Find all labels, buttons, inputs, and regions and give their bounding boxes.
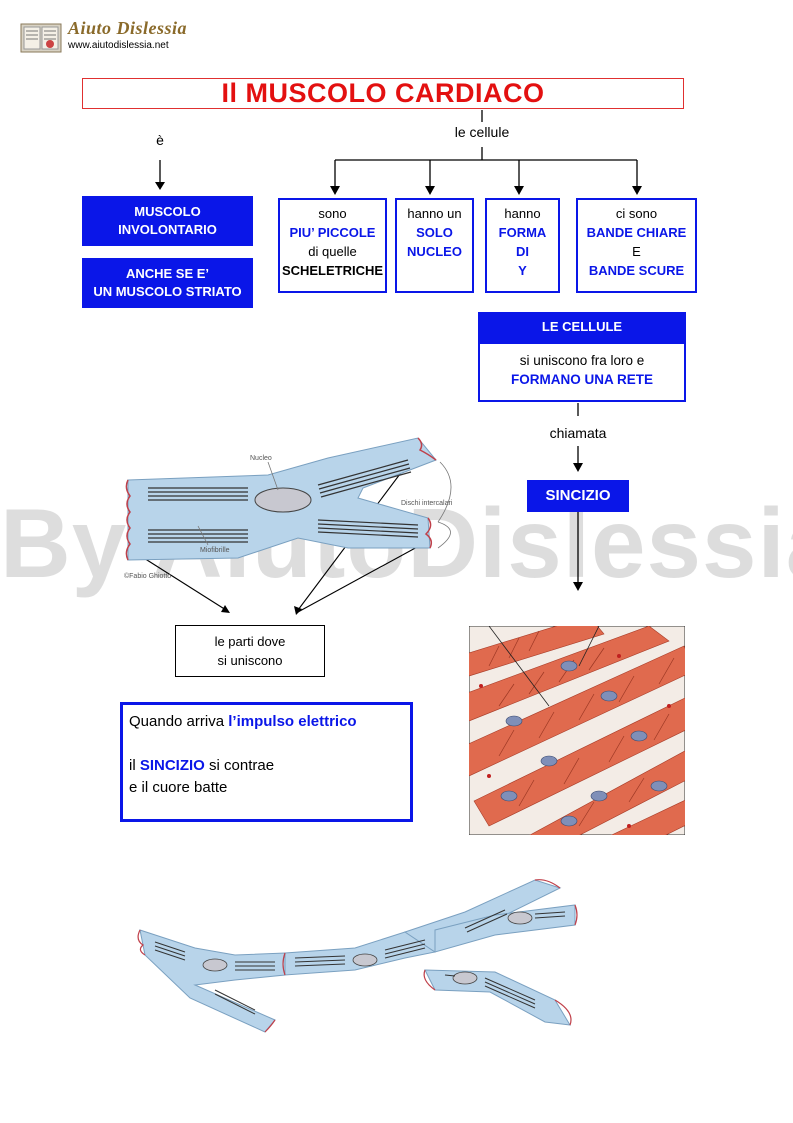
- cells-box-header: LE CELLULE: [478, 312, 686, 342]
- box-line: ANCHE SE E’: [125, 266, 210, 281]
- box-bande: ci sono BANDE CHIARE E BANDE SCURE: [576, 198, 697, 293]
- branching-cells-illustration: [137, 879, 578, 1033]
- box-line: di quelle: [308, 244, 357, 259]
- text: il: [129, 757, 140, 774]
- impulse-line-1: Quando arriva l’impulso elettrico: [129, 711, 404, 733]
- box-line: si uniscono fra loro e: [519, 353, 645, 368]
- box-solo-nucleo: hanno un SOLO NUCLEO: [395, 198, 474, 293]
- connector-label-e: è: [156, 132, 164, 148]
- cardiac-cells-illustration: Nucleo Dischi intercalari Miofibrille ©F…: [124, 437, 453, 580]
- page-title: Il MUSCOLO CARDIACO: [221, 78, 545, 108]
- cells-box-body: si uniscono fra loro e FORMANO UNA RETE: [478, 342, 686, 402]
- label-nucleo: Nucleo: [250, 455, 272, 462]
- box-line: UN MUSCOLO STRIATO: [93, 284, 242, 299]
- sincizio-box: SINCIZIO: [527, 480, 629, 512]
- impulse-line-3: e il cuore batte: [129, 779, 228, 796]
- box-line-highlight: PIU’ PICCOLE: [289, 225, 376, 240]
- impulse-line-2: il SINCIZIO si contrae: [129, 755, 404, 777]
- box-line-highlight: FORMA: [498, 225, 547, 240]
- box-line: MUSCOLO: [134, 204, 201, 219]
- box-line-highlight: BANDE CHIARE: [586, 225, 687, 240]
- box-line: hanno un: [407, 206, 462, 221]
- box-line: si uniscono: [217, 653, 283, 668]
- box-piu-piccole: sono PIU’ PICCOLE di quelle SCHELETRICHE: [278, 198, 387, 293]
- box-muscolo-striato: ANCHE SE E’ UN MUSCOLO STRIATO: [82, 258, 253, 308]
- logo-title: Aiuto Dislessia: [68, 18, 188, 38]
- box-line-bold: SCHELETRICHE: [281, 263, 384, 278]
- label-dischi: Dischi intercalari: [401, 500, 453, 507]
- highlight: l’impulso elettrico: [228, 713, 357, 730]
- highlight: SINCIZIO: [139, 757, 205, 774]
- parts-box: le parti dove si uniscono: [175, 625, 325, 677]
- box-line-highlight: NUCLEO: [407, 244, 462, 259]
- box-line: E: [632, 244, 641, 259]
- text: si contrae: [204, 757, 275, 774]
- book-logo-icon: [20, 23, 62, 53]
- box-line: hanno: [504, 206, 541, 221]
- tissue-image: [469, 626, 685, 835]
- text: Quando arriva: [129, 713, 229, 730]
- box-line: sono: [318, 206, 347, 221]
- box-muscolo-involontario: MUSCOLO INVOLONTARIO: [82, 196, 253, 246]
- label-credit: ©Fabio Ghiotto: [124, 572, 171, 580]
- box-line: le parti dove: [214, 634, 286, 649]
- connector-label-chiamata: chiamata: [549, 425, 607, 441]
- logo-url: www.aiutodislessia.net: [68, 40, 169, 51]
- title-box: Il MUSCOLO CARDIACO: [82, 78, 684, 109]
- box-line-highlight: Y: [518, 263, 527, 278]
- box-line-highlight: FORMANO UNA RETE: [511, 372, 653, 387]
- box-line: ci sono: [615, 206, 658, 221]
- connector-label-le-cellule: le cellule: [454, 124, 510, 140]
- impulse-box: Quando arriva l’impulso elettrico il SIN…: [120, 702, 413, 822]
- box-line-highlight: BANDE SCURE: [588, 263, 685, 278]
- label-miofibrille: Miofibrille: [200, 547, 230, 554]
- box-forma-y: hanno FORMA DI Y: [485, 198, 560, 293]
- box-line: INVOLONTARIO: [118, 222, 217, 237]
- box-line-highlight: DI: [516, 244, 529, 259]
- box-line-highlight: SOLO: [416, 225, 453, 240]
